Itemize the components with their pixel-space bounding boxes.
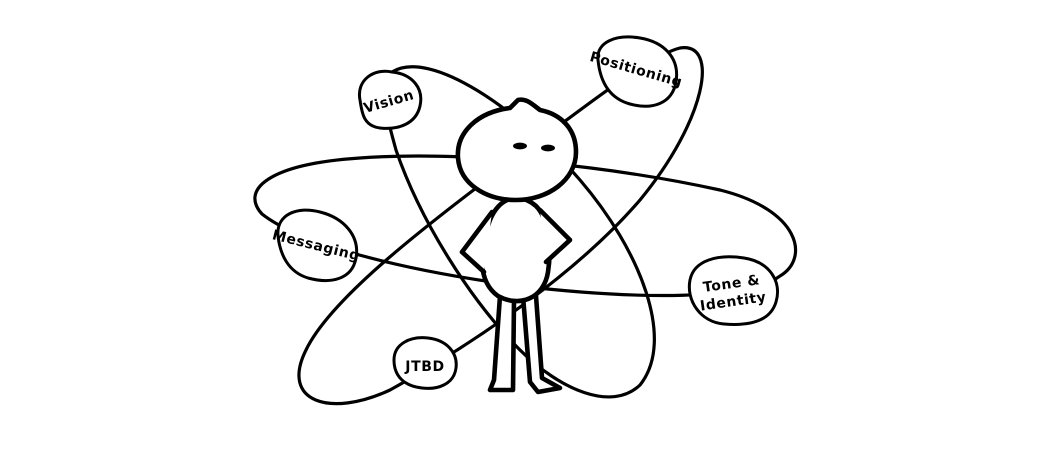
stick-figure: [455, 97, 579, 395]
concept-jtbd: JTBD: [392, 336, 458, 390]
bubble-tone-identity: [687, 255, 779, 326]
figure-left-leg: [487, 293, 517, 393]
concept-messaging: Messaging: [271, 208, 361, 282]
bubble-positioning: [596, 35, 679, 108]
concept-tone-identity: Tone & Identity: [687, 255, 779, 326]
figure-left-arm: [459, 209, 495, 275]
figure-right-leg: [520, 293, 563, 395]
figure-right-eye: [541, 144, 555, 152]
bubble-vision: [357, 69, 423, 130]
figure-right-arm: [537, 207, 573, 265]
concept-positioning: Positioning: [588, 35, 684, 108]
label-tone-line1: Tone &: [702, 272, 761, 296]
orbit-horizontal: [253, 154, 798, 298]
bubble-messaging: [276, 208, 359, 282]
label-jtbd: JTBD: [404, 359, 444, 375]
figure-head: [455, 97, 579, 203]
bubble-jtbd: [392, 336, 458, 390]
figure-left-eye: [513, 142, 527, 150]
concept-vision: Vision: [357, 69, 423, 130]
